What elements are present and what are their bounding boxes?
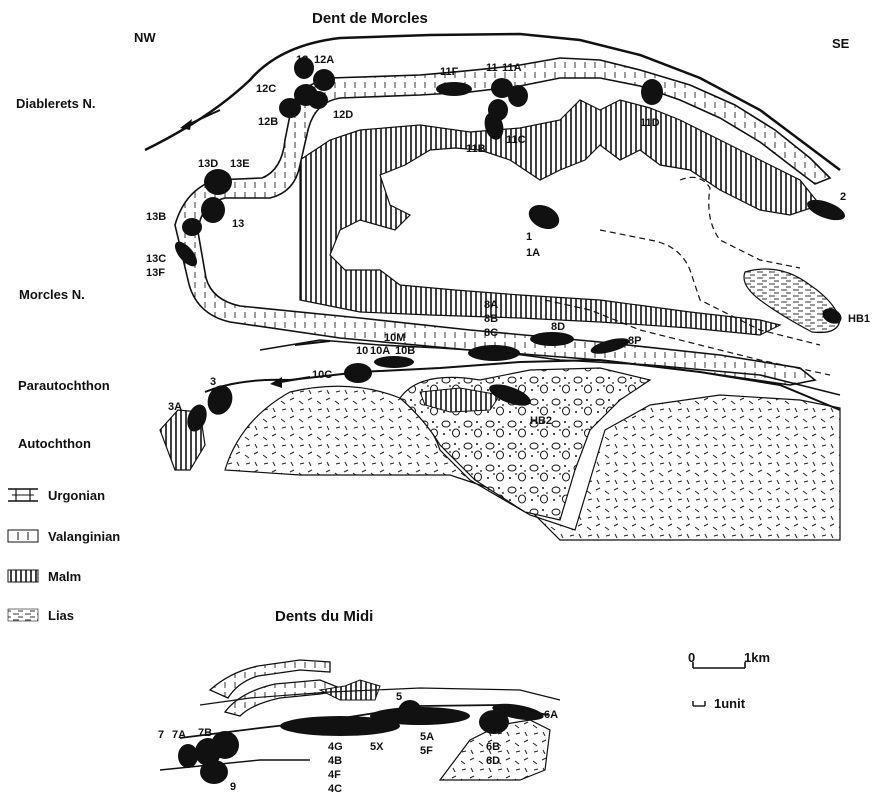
urgonian-legend-icon bbox=[8, 489, 38, 501]
sample-marker[interactable] bbox=[530, 332, 574, 346]
direction-nw: NW bbox=[134, 30, 156, 45]
malm-legend-icon bbox=[8, 570, 38, 582]
legend-swatches bbox=[8, 489, 38, 621]
sample-marker[interactable] bbox=[211, 731, 239, 759]
sample-label: 5X bbox=[370, 741, 384, 753]
sample-marker[interactable] bbox=[178, 744, 198, 768]
scale-distance: 1km bbox=[744, 650, 770, 665]
title-dents-du-midi: Dents du Midi bbox=[275, 608, 373, 625]
unit-parautochthon: Parautochthon bbox=[18, 378, 110, 393]
scale-zero: 0 bbox=[688, 650, 695, 665]
legend-label-valanginian: Valanginian bbox=[48, 529, 120, 544]
sample-label: 5A bbox=[420, 731, 434, 743]
sample-label: 7 bbox=[158, 729, 164, 741]
sample-label: 12B bbox=[258, 116, 278, 128]
sample-label: 6A bbox=[544, 709, 558, 721]
sample-label: 4B bbox=[328, 755, 342, 767]
sample-label: 8B bbox=[484, 313, 498, 325]
arrow-head-1 bbox=[180, 119, 192, 130]
sample-label: 9 bbox=[230, 781, 236, 793]
sample-label: 8D bbox=[551, 321, 565, 333]
unit-autochthon: Autochthon bbox=[18, 436, 91, 451]
sample-marker[interactable] bbox=[641, 79, 663, 105]
sample-marker[interactable] bbox=[204, 382, 237, 418]
arrow-head-3 bbox=[270, 377, 282, 388]
sample-label: 11C bbox=[506, 134, 526, 146]
sample-label: 5F bbox=[420, 745, 433, 757]
sample-marker[interactable] bbox=[204, 169, 232, 195]
unit-tick-icon bbox=[693, 701, 705, 706]
sample-label: 7A bbox=[172, 729, 186, 741]
scale-unit-label: 1unit bbox=[714, 696, 745, 711]
sample-label: 11F bbox=[440, 66, 459, 78]
sample-label: 12C bbox=[256, 83, 276, 95]
midi-fold-lower bbox=[225, 680, 345, 716]
sample-label: 11D bbox=[640, 117, 660, 129]
sample-label: 8A bbox=[484, 299, 498, 311]
sample-label: 5 bbox=[396, 691, 402, 703]
sample-marker[interactable] bbox=[398, 700, 422, 724]
sample-label: 11A bbox=[502, 62, 522, 74]
legend-label-malm: Malm bbox=[48, 569, 81, 584]
sample-label: 4G bbox=[328, 741, 343, 753]
scale-bar bbox=[693, 662, 745, 668]
sample-label: 13F bbox=[146, 267, 165, 279]
sample-label: 6D bbox=[486, 755, 500, 767]
direction-se: SE bbox=[832, 36, 849, 51]
sample-marker[interactable] bbox=[374, 356, 414, 368]
sample-label: 13 bbox=[232, 218, 244, 230]
sample-label: 13D bbox=[198, 158, 218, 170]
sample-label: 8P bbox=[628, 335, 641, 347]
sample-label: 13B bbox=[146, 211, 166, 223]
unit-diablerets: Diablerets N. bbox=[16, 96, 95, 111]
sample-label: 11B bbox=[466, 143, 486, 155]
legend-label-lias: Lias bbox=[48, 608, 74, 623]
sample-label: 7B bbox=[198, 727, 212, 739]
sample-marker[interactable] bbox=[508, 85, 528, 107]
sample-label: 6B bbox=[486, 741, 500, 753]
sample-label: 12 bbox=[296, 54, 308, 66]
malm-main-body bbox=[300, 100, 820, 335]
sample-label: 10C bbox=[312, 369, 332, 381]
sample-marker[interactable] bbox=[313, 69, 335, 91]
sample-marker[interactable] bbox=[344, 363, 372, 383]
legend-label-urgonian: Urgonian bbox=[48, 488, 105, 503]
sample-label: 12A bbox=[314, 54, 334, 66]
sample-label: 1 bbox=[526, 231, 532, 243]
sample-marker[interactable] bbox=[200, 760, 228, 784]
sample-label: 13C bbox=[146, 253, 166, 265]
sample-label: 12D bbox=[333, 109, 353, 121]
sample-label: 10 bbox=[356, 345, 368, 357]
sample-marker[interactable] bbox=[525, 200, 563, 233]
title-dent-de-morcles: Dent de Morcles bbox=[312, 10, 428, 27]
lias-legend-icon bbox=[8, 609, 38, 621]
sample-marker[interactable] bbox=[201, 197, 225, 223]
sample-marker[interactable] bbox=[468, 345, 520, 361]
sample-label: HB1 bbox=[848, 313, 870, 325]
sample-label: 8C bbox=[484, 327, 498, 339]
sample-label: 2 bbox=[840, 191, 846, 203]
sample-label: 1A bbox=[526, 247, 540, 259]
sample-label: 10B bbox=[395, 345, 415, 357]
sample-marker[interactable] bbox=[308, 91, 328, 109]
sample-label: 10A bbox=[370, 345, 390, 357]
sample-marker[interactable] bbox=[182, 218, 202, 236]
sample-label: 10M bbox=[384, 332, 405, 344]
valanginian-legend-icon bbox=[8, 530, 38, 542]
sample-marker[interactable] bbox=[436, 82, 472, 96]
sample-label: 4C bbox=[328, 783, 342, 795]
sample-label: 3 bbox=[210, 376, 216, 388]
sample-label: 13E bbox=[230, 158, 250, 170]
sample-label: 3A bbox=[168, 401, 182, 413]
sample-marker[interactable] bbox=[279, 98, 301, 118]
sample-label: HB2 bbox=[530, 415, 552, 427]
sample-label: 11 bbox=[486, 62, 498, 74]
sample-label: 4F bbox=[328, 769, 341, 781]
unit-morcles: Morcles N. bbox=[19, 287, 85, 302]
